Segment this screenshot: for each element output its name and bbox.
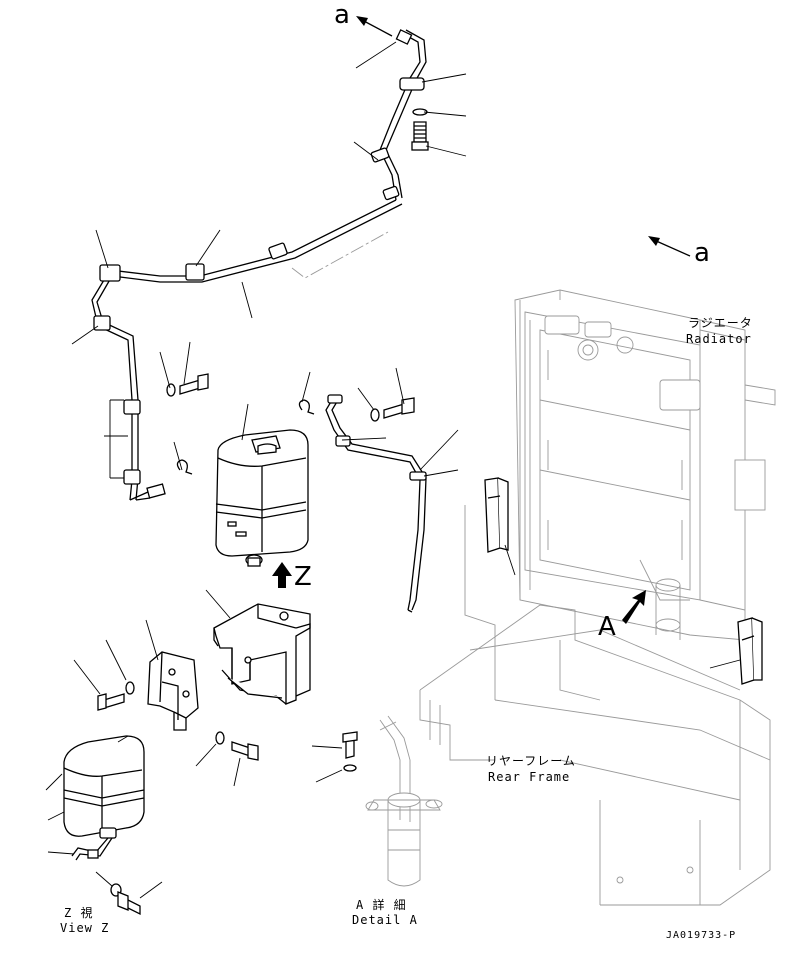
bolt-washer-center: [370, 397, 415, 422]
view-z-arrow: [272, 562, 292, 588]
leader-lines: [45, 41, 467, 899]
radiator-clamp-lower: [737, 617, 763, 685]
radiator-clamp-upper: [484, 477, 509, 553]
detail-a-arrow: [622, 590, 646, 624]
detail-a-marker: A: [598, 612, 616, 642]
detail-a-assembly: [342, 715, 443, 887]
view-z-caption-jp: Z 視: [64, 906, 94, 920]
elbow-fitting: [399, 77, 429, 151]
reservoir-tank: [215, 429, 309, 567]
bolt-washer-bracket: [97, 681, 135, 711]
detail-a-caption-en: Detail A: [352, 913, 418, 927]
hose-line: [91, 29, 427, 501]
radiator-assembly: [514, 289, 776, 641]
arrow-a-right: [648, 236, 691, 257]
hose-clamp: [93, 147, 400, 485]
arrow-a-top-label: a: [334, 0, 350, 30]
radiator-label-en: Radiator: [686, 332, 752, 346]
arrow-a-top: [356, 16, 393, 37]
arrow-a-right-label: a: [694, 238, 710, 268]
leader-line: [504, 544, 516, 576]
rear-frame-label-en: Rear Frame: [488, 770, 571, 784]
filler-hose: [325, 394, 427, 613]
phantom-leader: [291, 231, 389, 279]
view-z-tank: [63, 735, 145, 916]
phantom-leader: [464, 505, 496, 700]
leader-line: [709, 659, 741, 669]
drawing-code: JA019733-P: [666, 930, 737, 941]
rear-frame-label-jp: リヤーフレーム: [486, 754, 576, 768]
view-z-marker: Z: [294, 562, 312, 592]
rear-frame: [419, 604, 771, 906]
side-bracket: [147, 651, 199, 731]
bolt-washer-left: [166, 373, 209, 397]
mounting-bracket: [213, 603, 311, 705]
view-z-caption-en: View Z: [60, 921, 110, 935]
radiator-label-jp: ラジエータ: [688, 316, 753, 330]
bolt-washer-lower: [215, 731, 259, 761]
hose-clip: [176, 399, 315, 475]
detail-a-caption-jp: A 詳 細: [356, 898, 407, 912]
